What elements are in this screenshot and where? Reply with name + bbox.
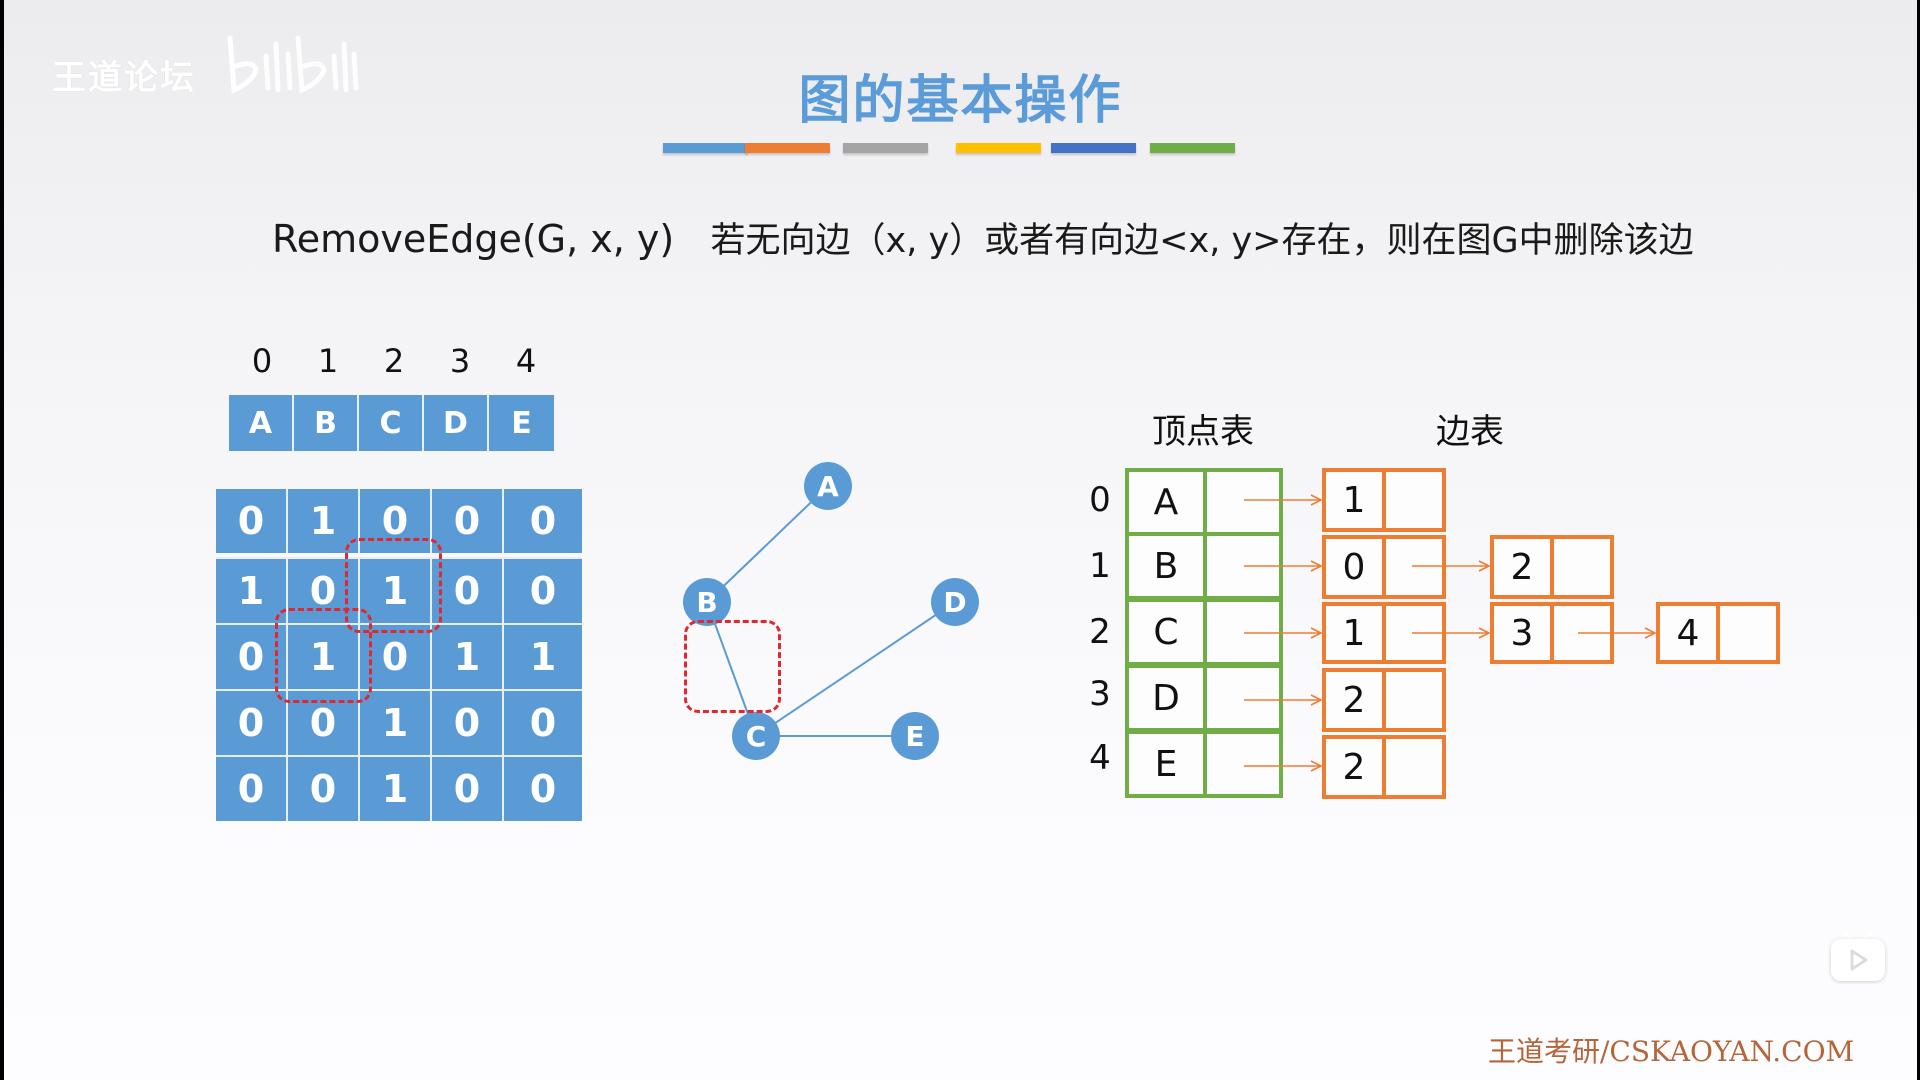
graph-node-b: B [683,578,731,626]
vertex-data-cell: C [1125,598,1207,666]
highlight-edge-b-c [684,620,781,713]
matrix-column-indices: 0 1 2 3 4 [229,342,559,380]
operation-description: RemoveEdge(G, x, y) 若无向边（x, y）或者有向边<x, y… [272,212,1694,263]
column-index: 1 [317,342,339,380]
page-title: 图的基本操作 [798,71,1123,131]
edge-node-index: 2 [1322,735,1386,799]
graph-node-e: E [891,712,939,760]
matrix-cell: 0 [360,625,432,689]
matrix-cell: 0 [504,691,582,755]
column-index: 0 [251,342,273,380]
bilibili-tv-icon[interactable] [1828,926,1888,984]
column-index: 2 [383,342,405,380]
matrix-cell: 0 [432,489,504,553]
site-url-watermark: 王道考研/CSKAOYAN.COM [1488,1035,1855,1068]
vertex-cell: B [294,395,359,451]
row-index: 2 [1089,612,1111,652]
accent-bar-yellow [956,143,1041,153]
graph-node-d: D [931,578,979,626]
slide-canvas: 王道论坛 图的基本操作 RemoveEdge(G, x, y) 若无向边（x, … [4,0,1917,1080]
vertex-cell: A [229,395,294,451]
pointer-arrows [1244,0,1917,1080]
vertex-pointer-cell [1203,598,1283,666]
matrix-row: 0 0 1 0 0 [216,755,582,821]
adjacency-matrix: 0 1 0 0 0 1 0 1 0 0 0 1 0 1 1 0 0 1 0 0 [216,489,582,821]
edge-node-next [1382,535,1446,599]
edge-node-index: 2 [1322,668,1386,732]
edge-node-next [1716,602,1780,664]
matrix-cell: 1 [288,625,360,689]
matrix-cell: 0 [288,757,360,821]
matrix-cell: 1 [360,757,432,821]
matrix-row: 0 1 0 0 0 [216,489,582,553]
function-signature: RemoveEdge(G, x, y) [272,217,675,261]
edge-node-next [1382,668,1446,732]
matrix-cell: 0 [360,489,432,553]
matrix-cell: 0 [504,489,582,553]
matrix-cell: 0 [216,691,288,755]
accent-bar-gray [843,143,928,153]
row-index: 3 [1089,674,1111,714]
row-index: 1 [1089,546,1111,586]
vertex-table-header: 顶点表 [1152,412,1254,452]
matrix-cell: 0 [288,559,360,623]
vertex-cell: E [489,395,554,451]
vertex-pointer-cell [1203,730,1283,798]
edge-node-next [1382,735,1446,799]
matrix-cell: 0 [432,559,504,623]
graph-node-c: C [732,712,780,760]
matrix-cell: 0 [432,757,504,821]
matrix-row: 1 0 1 0 0 [216,557,582,623]
matrix-cell: 1 [432,625,504,689]
accent-bar-orange [745,143,830,153]
vertex-pointer-cell [1203,468,1283,536]
row-index: 0 [1089,480,1111,520]
forum-watermark: 王道论坛 [52,58,196,98]
matrix-cell: 1 [216,559,288,623]
accent-bar-blue [663,143,748,153]
highlight-cell-1-2 [345,538,442,633]
matrix-cell: 0 [216,489,288,553]
graph-node-a: A [804,462,852,510]
vertex-cell: D [424,395,489,451]
edge-A-B [706,485,829,603]
matrix-cell: 1 [504,625,582,689]
vertex-array: A B C D E [229,395,554,451]
column-index: 3 [449,342,471,380]
matrix-cell: 0 [504,757,582,821]
edge-C-D [755,601,956,737]
vertex-cell: C [359,395,424,451]
matrix-cell: 1 [288,489,360,553]
matrix-cell: 1 [360,691,432,755]
accent-bar-green [1150,143,1235,153]
function-explanation: 若无向边（x, y）或者有向边<x, y>存在，则在图G中删除该边 [710,221,1694,261]
matrix-cell: 1 [360,559,432,623]
column-index: 4 [515,342,537,380]
matrix-cell: 0 [504,559,582,623]
accent-bar-darkblue [1051,143,1136,153]
matrix-cell: 0 [216,757,288,821]
edge-table-header: 边表 [1436,412,1504,452]
matrix-cell: 0 [432,691,504,755]
edge-node-next [1550,535,1614,599]
edge-node-next [1382,468,1446,532]
row-index: 4 [1089,738,1111,778]
highlight-cell-2-1 [275,608,372,703]
bilibili-logo-icon [227,35,359,94]
